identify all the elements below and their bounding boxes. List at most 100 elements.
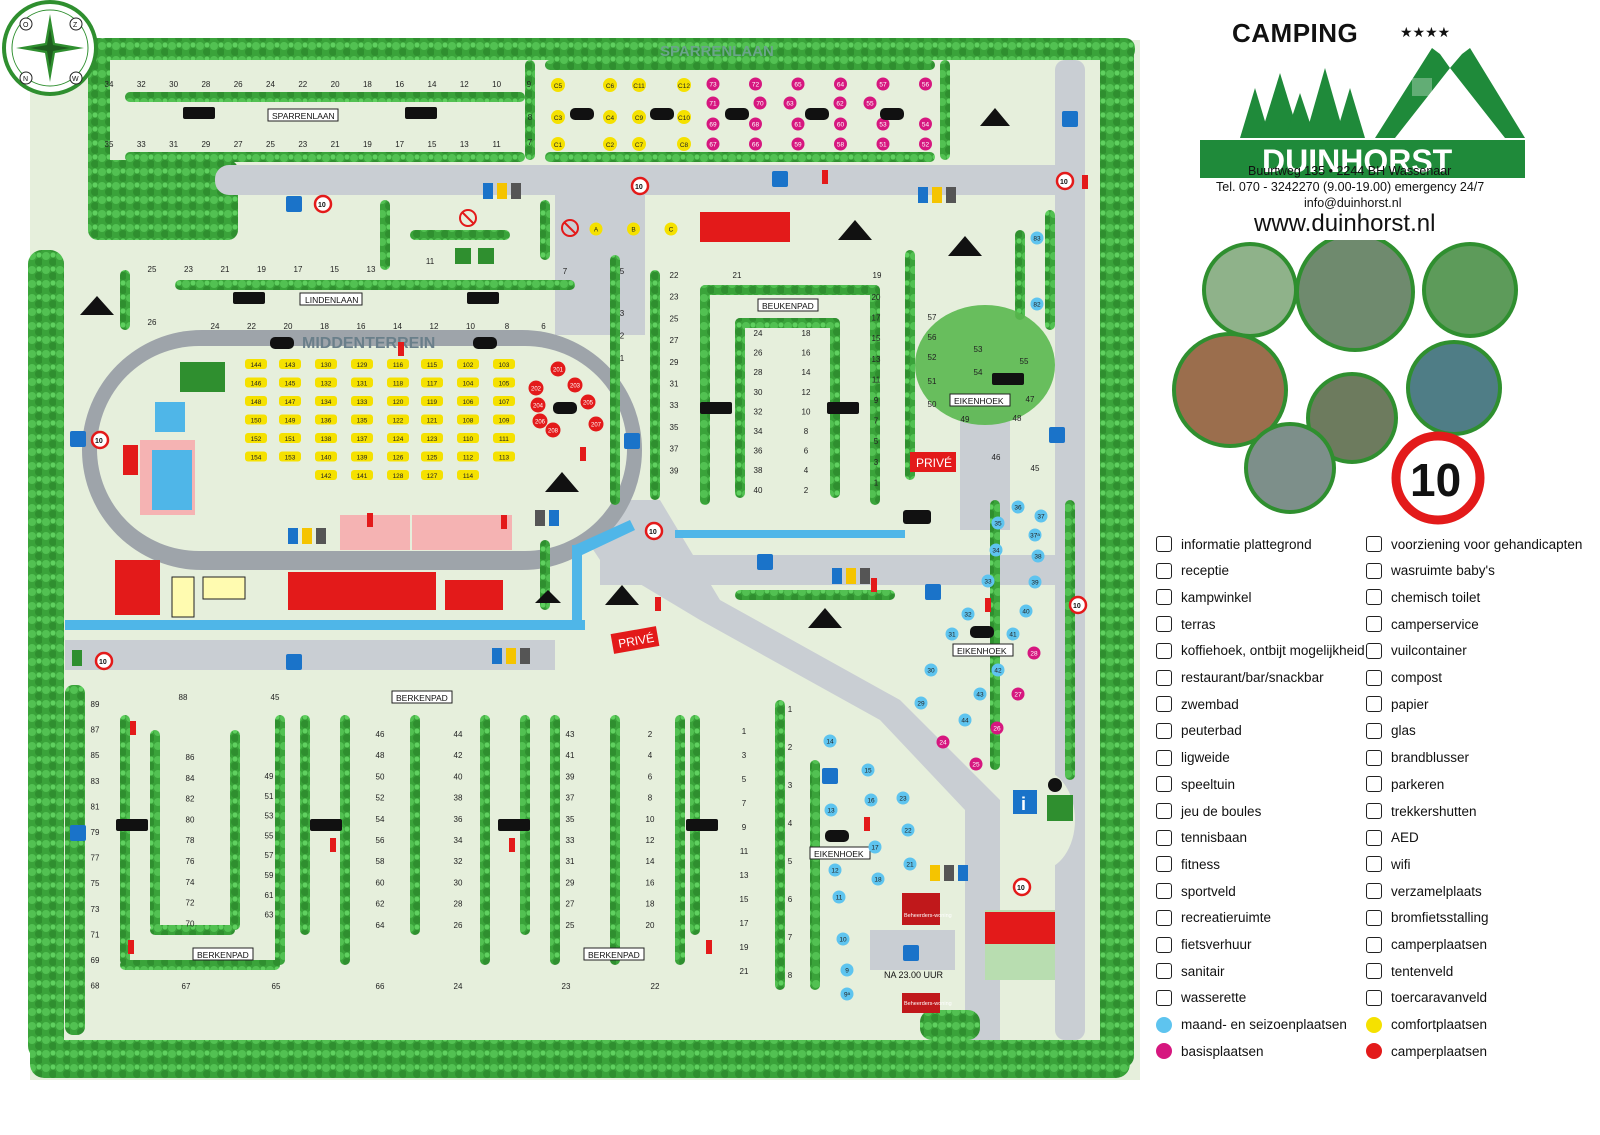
label-middenterrein: MIDDENTERREIN — [302, 335, 435, 352]
pitch-dot — [632, 78, 646, 92]
pitch-number: 37 — [670, 445, 679, 454]
outer-hedge — [28, 38, 1135, 1078]
legend-label: glas — [1391, 723, 1416, 739]
pitch-number: 86 — [186, 753, 195, 762]
brand-website[interactable]: www.duinhorst.nl — [1254, 210, 1436, 237]
label-eikenhoek-2: EIKENHOEK — [957, 646, 1007, 656]
pitch-comfort — [351, 359, 373, 369]
pitch-comfort — [421, 433, 443, 443]
wheelchair-icon — [1365, 535, 1383, 553]
pitch-number: 12 — [646, 836, 655, 845]
pitch-number: 44 — [454, 730, 463, 739]
pitch-number: 14 — [826, 739, 834, 746]
legend-item-right-0: voorziening voor gehandicapten — [1365, 533, 1582, 555]
pitch-number: 67 — [182, 982, 191, 991]
pitch-number: 28 — [454, 900, 463, 909]
sanitary-building-central — [288, 572, 436, 610]
pitch-number: 35 — [994, 521, 1002, 528]
pitch-number: 51 — [879, 142, 887, 149]
speed-sign-icon — [90, 171, 1088, 897]
pitch-dot — [919, 77, 932, 91]
pitch-number: 79 — [91, 828, 100, 837]
pitch-number: 18 — [363, 80, 372, 89]
moped-icon — [1048, 778, 1062, 792]
pitch-number: C7 — [635, 142, 644, 149]
pitch-number: 65 — [272, 982, 281, 991]
assembly-point-icon — [1047, 795, 1073, 821]
pitch-number: 43 — [566, 730, 575, 739]
svg-text:N: N — [23, 76, 28, 83]
pitch-dot — [871, 872, 885, 886]
pitch-number: 51 — [928, 377, 937, 386]
label-beheerders-1: Beheerders-woning — [904, 913, 952, 919]
pitch-number: 153 — [285, 455, 296, 462]
pitch-comfort — [351, 396, 373, 406]
pool-red — [123, 445, 138, 475]
pitch-number: 3 — [788, 781, 793, 790]
pitch-number: 47 — [1026, 395, 1035, 404]
pitch-number: 110 — [463, 436, 474, 443]
sanitary-building-north — [700, 212, 790, 242]
coffee-icon — [1155, 642, 1173, 660]
pitch-number: 26 — [754, 349, 763, 358]
pitch-number: 207 — [591, 423, 602, 429]
legend-label: brandblusser — [1391, 750, 1470, 766]
pitch-number: 118 — [393, 381, 404, 388]
pitch-comfort — [387, 359, 409, 369]
pitch-dot — [551, 110, 565, 124]
pitch-number: 11 — [872, 375, 881, 384]
pitch-number: 8 — [528, 113, 533, 122]
pitch-number: 61 — [265, 891, 274, 900]
legend-label: recreatieruimte — [1181, 910, 1272, 926]
pitch-number: 34 — [992, 548, 1000, 555]
pitch-number: 33 — [566, 836, 575, 845]
pitch-dot — [945, 627, 959, 641]
brand-email[interactable]: info@duinhorst.nl — [1304, 196, 1402, 210]
legend-label: informatie plattegrond — [1181, 536, 1312, 552]
glass-icon — [1365, 722, 1383, 740]
pitch-number: 152 — [251, 436, 262, 443]
pitch-number: 63 — [786, 101, 794, 108]
pitch-dot — [588, 416, 604, 432]
label-sparrenlaan: SPARRENLAAN — [272, 111, 335, 121]
pitch-number: C11 — [633, 83, 645, 90]
legend-item-left-18: maand- en seizoenplaatsen — [1155, 1014, 1347, 1036]
pitch-number: 18 — [802, 329, 811, 338]
pitch-comfort — [493, 396, 515, 406]
pitch-dot — [832, 890, 846, 904]
svg-text:Z: Z — [73, 22, 78, 29]
legend-item-left-12: fitness — [1155, 853, 1220, 875]
pitch-dot — [550, 361, 566, 377]
pitch-number: 7 — [742, 799, 747, 808]
pitch-number: 46 — [376, 730, 385, 739]
legend-item-right-6: papier — [1365, 693, 1429, 715]
pitch-number: 53 — [879, 122, 887, 129]
pitch-number: 134 — [321, 399, 332, 406]
legend-label: speeltuin — [1181, 776, 1236, 792]
pitch-number: 13 — [827, 808, 835, 815]
pitch-dot — [961, 607, 975, 621]
pitch-number: 41 — [1009, 632, 1017, 639]
legend-item-left-8: ligweide — [1155, 747, 1230, 769]
pitch-number: 57 — [265, 851, 274, 860]
legend-item-left-9: speeltuin — [1155, 773, 1235, 795]
pitch-number: 74 — [186, 878, 195, 887]
pitch-number: 55 — [1020, 357, 1029, 366]
pitch-comfort — [457, 396, 479, 406]
pitch-dot — [603, 110, 617, 124]
pitch-number: 123 — [427, 436, 438, 443]
pitch-number: 62 — [836, 101, 844, 108]
pitch-number: 1 — [620, 354, 625, 363]
pitch-number: 208 — [548, 429, 559, 435]
pitch-number: 148 — [251, 399, 262, 406]
pitch-number: 104 — [463, 381, 474, 388]
pitch-number: 31 — [948, 632, 956, 639]
svg-text:W: W — [72, 76, 79, 83]
pitch-number: A — [594, 227, 599, 234]
legend-label: ligweide — [1181, 750, 1230, 766]
pitch-number: 42 — [454, 751, 463, 760]
recreation-icon — [1155, 909, 1173, 927]
pitch-number: 80 — [186, 815, 195, 824]
pitch-number: 52 — [376, 794, 385, 803]
svg-text:10: 10 — [635, 184, 643, 191]
